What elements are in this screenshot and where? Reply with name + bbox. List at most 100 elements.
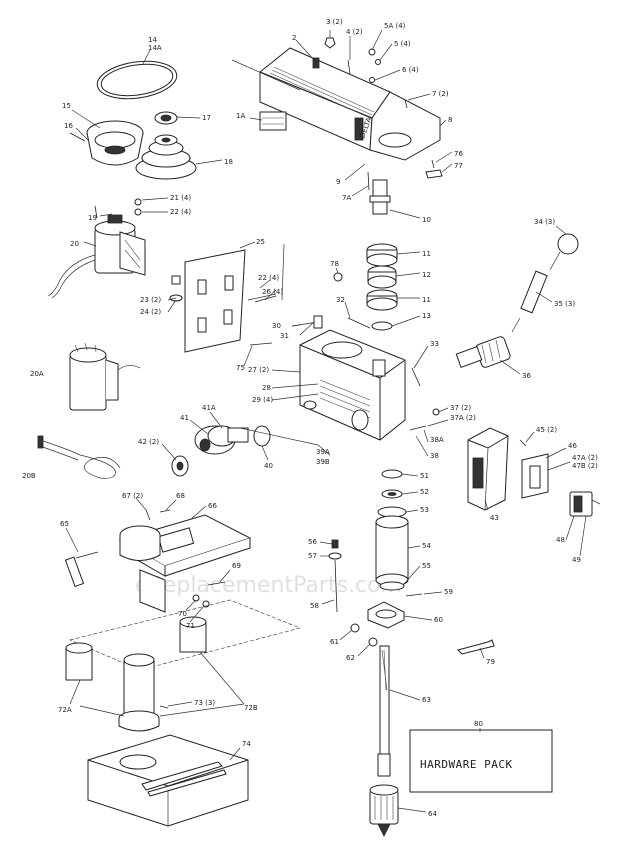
screw-19 (94, 205, 98, 219)
label-6: 6 (4) (402, 66, 419, 74)
label-1a: 1A (236, 112, 245, 120)
label-49: 49 (572, 556, 581, 564)
nut-62 (368, 637, 378, 647)
label-8: 8 (448, 116, 452, 124)
label-27: 27 (2) (248, 366, 269, 374)
label-5a: 5A (4) (384, 22, 406, 30)
label-54: 54 (422, 542, 431, 550)
label-17: 17 (202, 114, 211, 122)
label-7a: 7A (342, 194, 351, 202)
label-48: 48 (556, 536, 565, 544)
pin-68 (159, 509, 171, 513)
label-75: 75 (236, 364, 245, 372)
label-35: 35 (3) (554, 300, 575, 308)
label-43: 43 (490, 514, 499, 522)
screw-33 (411, 367, 421, 387)
nut-61 (350, 623, 360, 633)
hex-key-79 (457, 639, 495, 655)
label-11-second: 11 (422, 296, 431, 304)
head-casting (299, 329, 406, 441)
label-21: 21 (4) (170, 194, 191, 202)
washer-22 (134, 208, 142, 216)
label-59: 59 (444, 588, 453, 596)
label-79: 79 (486, 658, 495, 666)
clip-77 (425, 169, 443, 179)
power-cord-20b (37, 435, 121, 479)
label-34: 34 (3) (534, 218, 555, 226)
bolt-69 (207, 581, 226, 586)
label-12: 12 (422, 271, 431, 279)
label-47a: 47A (2) (572, 454, 598, 462)
column-72a (65, 642, 93, 681)
label-51: 51 (420, 472, 429, 480)
screw-38 (409, 425, 427, 431)
label-42: 42 (2) (138, 438, 159, 446)
screw-2 (312, 57, 320, 69)
bearing-stack (366, 243, 398, 331)
label-7: 7 (2) (432, 90, 449, 98)
belt (96, 60, 178, 100)
label-39a: 39A (316, 448, 330, 456)
screw-59 (405, 593, 423, 597)
label-53: 53 (420, 506, 429, 514)
label-70: 70 (178, 610, 187, 618)
screw-5 (375, 59, 381, 65)
label-20: 20 (70, 240, 79, 248)
motor-pulley (135, 134, 197, 180)
label-37a: 37A (2) (450, 414, 476, 422)
bearing-17 (154, 111, 178, 125)
spring-40 (253, 425, 271, 447)
washer-70 (192, 594, 200, 602)
label-80: 80 (474, 720, 483, 728)
label-37: 37 (2) (450, 404, 471, 412)
label-40: 40 (264, 462, 273, 470)
label-64: 64 (428, 810, 437, 818)
label-71: 71 (186, 622, 195, 630)
label-68: 68 (176, 492, 185, 500)
nut-21 (134, 198, 142, 206)
label-22-second: 22 (4) (258, 274, 279, 282)
label-72b: 72B (244, 704, 258, 712)
feed-hub-36 (455, 336, 511, 368)
pinion-41 (194, 425, 249, 455)
label-56: 56 (308, 538, 317, 546)
bearing-55 (379, 581, 405, 591)
label-41a: 41A (202, 404, 216, 412)
label-36: 36 (522, 372, 531, 380)
label-38a: 38A (430, 436, 444, 444)
ring-51 (381, 469, 403, 479)
label-28: 28 (262, 384, 271, 392)
label-13: 13 (422, 312, 431, 320)
screw-7 (404, 99, 408, 109)
set-screw-16 (69, 132, 86, 142)
label-39b: 39B (316, 458, 330, 466)
label-33: 33 (430, 340, 439, 348)
label-25: 25 (256, 238, 265, 246)
label-16: 16 (64, 122, 73, 130)
screw-73 (159, 705, 169, 709)
label-78: 78 (330, 260, 339, 268)
label-2: 2 (292, 34, 296, 42)
label-61: 61 (330, 638, 339, 646)
switch-48 (569, 491, 601, 517)
label-72a: 72A (58, 706, 72, 714)
label-52: 52 (420, 488, 429, 496)
motor-20a (69, 342, 141, 411)
washer-6 (369, 77, 375, 83)
screw-5a (368, 48, 376, 56)
switch-box-43 (467, 427, 509, 511)
washer-78 (333, 272, 343, 282)
label-62: 62 (346, 654, 355, 662)
watermark-text: eReplacementParts.com (135, 573, 402, 598)
label-57: 57 (308, 552, 317, 560)
label-23: 23 (2) (140, 296, 161, 304)
label-55: 55 (422, 562, 431, 570)
label-66: 66 (208, 502, 217, 510)
label-45: 45 (2) (536, 426, 557, 434)
screw-37 (432, 408, 440, 416)
label-77: 77 (454, 162, 463, 170)
label-46: 46 (568, 442, 577, 450)
label-5: 5 (4) (394, 40, 411, 48)
label-24: 24 (2) (140, 308, 161, 316)
